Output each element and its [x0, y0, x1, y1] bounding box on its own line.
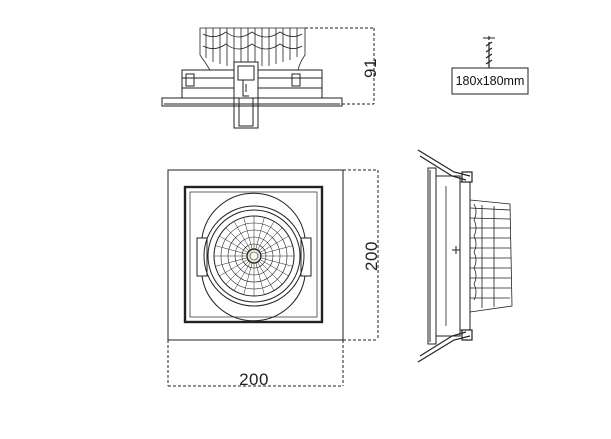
cutout-icon [451, 36, 529, 95]
reflector-spoke [255, 217, 265, 249]
width-dimension-label: 200 [239, 370, 269, 389]
led-chip [246, 248, 262, 264]
bezel [161, 97, 343, 107]
side-bezel [427, 167, 437, 345]
reflector-spoke [261, 257, 293, 267]
reflector-spoke [259, 227, 283, 251]
reflector-spoke [215, 245, 247, 255]
reflector-spoke [260, 259, 289, 277]
reflector-spoke [255, 263, 265, 295]
reflector-spoke [225, 227, 249, 251]
inner-frame [183, 185, 324, 324]
reflector-spoke [225, 261, 249, 285]
top-profile-view [161, 27, 375, 129]
reflector-spokes [214, 216, 294, 296]
side-heatsink [469, 199, 513, 313]
reflector-spoke [219, 235, 248, 253]
reflector-spoke [260, 235, 289, 253]
reflector-spoke [257, 262, 275, 291]
reflector-spoke [219, 259, 248, 277]
dimension-width [167, 340, 344, 387]
dimension-91 [305, 27, 375, 105]
reflector-spoke [257, 221, 275, 250]
front-view [167, 169, 379, 387]
reflector-spoke [233, 221, 251, 250]
height-dimension-label: 91 [361, 58, 380, 78]
reflector-spoke [233, 262, 251, 291]
cutout-size-label: 180x180mm [455, 74, 525, 88]
reflector-spoke [243, 263, 253, 295]
gimbal-ring [196, 192, 312, 322]
reflector-spoke [215, 257, 247, 267]
reflector-spoke [261, 245, 293, 255]
dimension-height [343, 169, 379, 341]
reflector-spoke [259, 261, 283, 285]
outer-frame [167, 169, 344, 341]
side-springs [417, 149, 473, 363]
cutout-box [451, 67, 529, 95]
side-view [417, 149, 513, 363]
side-height-dimension-label: 200 [362, 241, 381, 271]
reflector-spoke [243, 217, 253, 249]
